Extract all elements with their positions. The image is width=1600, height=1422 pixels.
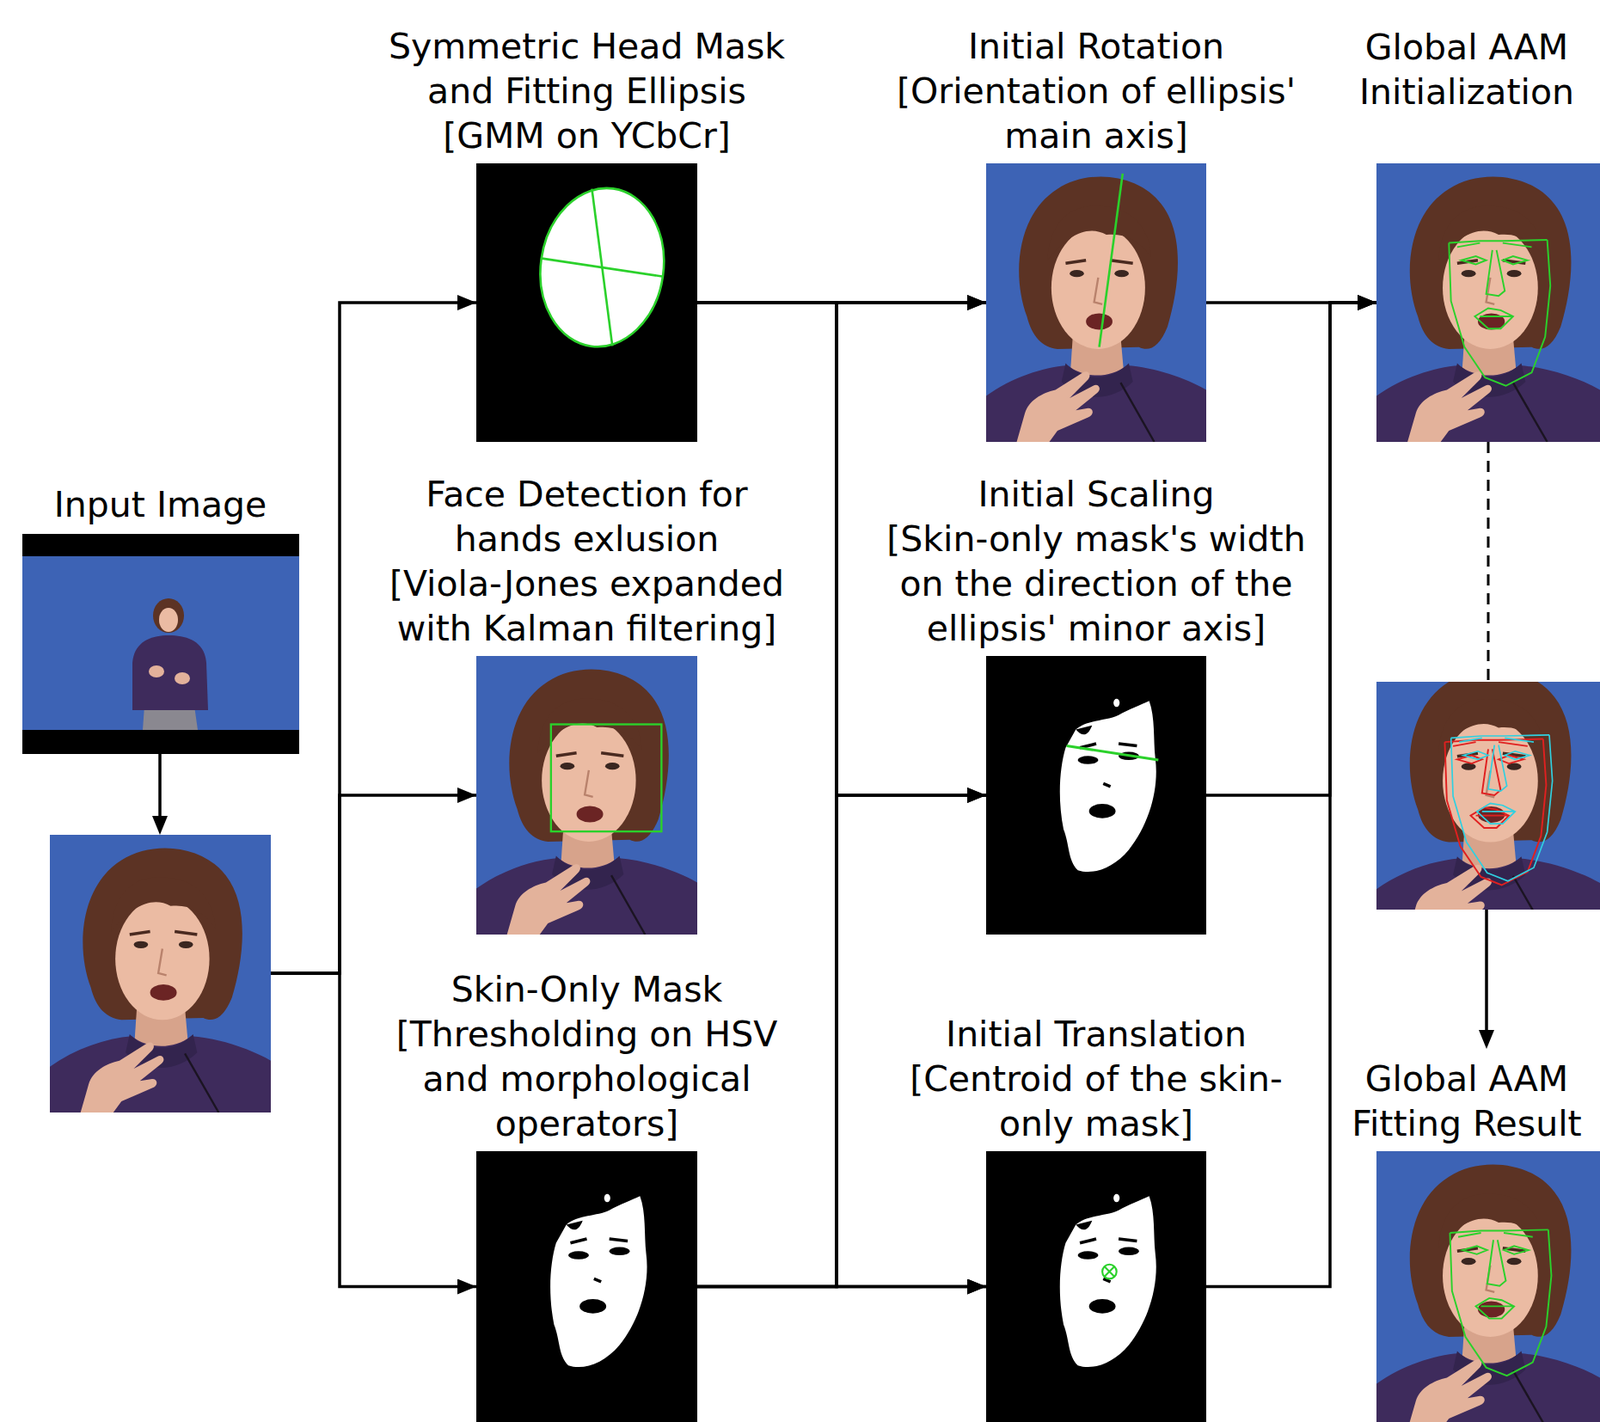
method-note: [Orientation of ellipsis' main axis]	[876, 68, 1316, 159]
centroid-cross	[1103, 1266, 1115, 1277]
flow-connector	[270, 795, 477, 974]
flow-arrow	[158, 754, 162, 818]
panel-heading: Initial Translation[Centroid of the skin…	[876, 1011, 1316, 1147]
panel-title: Skin-Only Mask	[367, 967, 807, 1012]
panel-heading: Global AAM Initialization	[1342, 24, 1592, 115]
hand	[148, 665, 165, 678]
portrait	[1376, 1151, 1600, 1422]
panel-title: Global AAM Fitting Result	[1342, 1056, 1592, 1147]
flow-connector	[697, 1285, 987, 1289]
aam-mesh	[1449, 1229, 1551, 1376]
panel-heading: Initial Scaling[Skin-only mask's width o…	[876, 472, 1316, 651]
image-panel: Global AAM Fitting Result	[1376, 681, 1600, 1422]
panel-heading: Input Image	[31, 482, 290, 528]
translation-panel	[986, 1151, 1207, 1422]
method-note: [GMM on YCbCr]	[367, 113, 807, 159]
panel-title: Face Detection for hands exlusion	[367, 472, 807, 562]
aam-mesh-current	[1451, 735, 1553, 882]
panel-title: Initial Scaling	[876, 472, 1316, 517]
blue-backdrop	[22, 556, 300, 730]
hair	[153, 598, 184, 633]
hand	[174, 672, 191, 685]
portrait	[476, 655, 698, 935]
face-detection-panel	[476, 655, 698, 935]
aam-mesh	[1448, 239, 1551, 387]
image-panel: Input Image	[49, 533, 271, 1113]
method-note: [Viola-Jones expanded with Kalman filter…	[367, 561, 807, 651]
panel-title: Input Image	[31, 482, 290, 528]
panel-title: Symmetric Head Mask and Fitting Ellipsis	[367, 24, 807, 114]
skin-mask	[476, 1151, 698, 1422]
input-frame	[22, 533, 300, 755]
panel-title: Global AAM Initialization	[1342, 24, 1592, 115]
panel-heading: Initial Rotation[Orientation of ellipsis…	[876, 24, 1316, 159]
portrait	[1376, 163, 1600, 442]
centroid-marker	[1102, 1264, 1117, 1280]
skin-mask	[986, 655, 1207, 935]
arrow-head	[1478, 1029, 1495, 1049]
head-mask-panel	[476, 163, 698, 442]
method-note: [Skin-only mask's width on the direction…	[876, 516, 1316, 651]
flow-arrow	[1484, 909, 1489, 1032]
rotation-panel	[986, 163, 1207, 442]
portrait	[986, 163, 1207, 442]
skin-mask	[986, 1151, 1207, 1422]
panel-heading: Skin-Only Mask[Thresholding on HSV and m…	[367, 967, 807, 1147]
image-panel: Initial Translation[Centroid of the skin…	[986, 1151, 1207, 1422]
fitting-ellipse	[530, 179, 675, 355]
image-panel: Face Detection for hands exlusion[Viola-…	[476, 655, 698, 935]
image-panel: Symmetric Head Mask and Fitting Ellipsis…	[476, 163, 698, 442]
flow-connector	[697, 302, 987, 1288]
image-panel: Initial Scaling[Skin-only mask's width o…	[986, 655, 1207, 935]
panel-heading: Face Detection for hands exlusion[Viola-…	[367, 472, 807, 651]
image-panel: Skin-Only Mask[Thresholding on HSV and m…	[476, 1151, 698, 1422]
panel-title: Initial Rotation	[876, 24, 1316, 69]
sweater	[132, 635, 209, 711]
skin-mask-panel	[476, 1151, 698, 1422]
letterbox	[22, 533, 300, 755]
method-note: [Thresholding on HSV and morphological o…	[367, 1011, 807, 1147]
width-line	[1066, 745, 1159, 761]
image-panel: Global AAM Initialization	[1376, 163, 1600, 442]
image-panel: Initial Rotation[Orientation of ellipsis…	[986, 163, 1207, 442]
panel-title: Initial Translation	[876, 1011, 1316, 1057]
head-mask	[530, 179, 675, 355]
scaling-panel	[986, 655, 1207, 935]
flow-connector	[1487, 441, 1490, 682]
method-note: [Centroid of the skin-only mask]	[876, 1056, 1316, 1147]
aam-result-panel	[1376, 1151, 1600, 1422]
aam-iteration-panel	[1376, 655, 1600, 935]
face	[159, 607, 178, 632]
flow-connector	[697, 302, 987, 1288]
cropped-frame	[49, 834, 271, 1113]
arrow-head	[152, 815, 168, 835]
main-axis-line	[1099, 173, 1123, 348]
aam-init-panel	[1376, 163, 1600, 442]
detection-box	[551, 724, 663, 833]
panel-heading: Global AAM Fitting Result	[1342, 1056, 1592, 1147]
minor-axis	[540, 257, 664, 276]
mask-background	[476, 163, 698, 442]
panel-heading: Symmetric Head Mask and Fitting Ellipsis…	[367, 24, 807, 159]
flow-connector	[1206, 302, 1377, 1288]
portrait	[1376, 655, 1600, 935]
